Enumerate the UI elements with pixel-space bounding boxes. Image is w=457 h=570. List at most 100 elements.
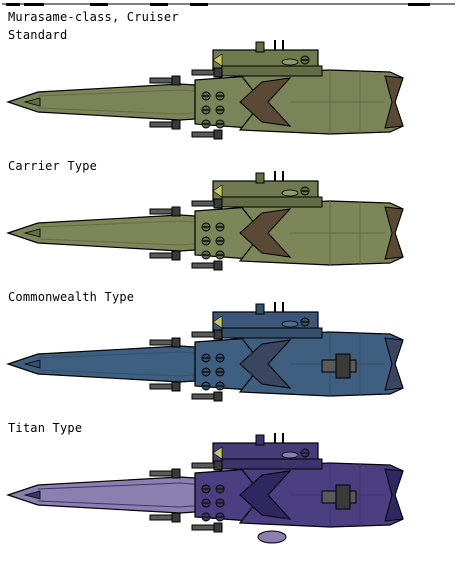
turret-barrel: [217, 95, 223, 97]
turret-barrel: [217, 488, 223, 490]
stern-fin: [384, 468, 404, 522]
turret-barrel: [217, 226, 223, 228]
bridge-window: [212, 315, 223, 329]
turret-barrel: [302, 190, 308, 192]
gun-mount: [213, 129, 223, 140]
bow-tip-detail: [23, 490, 41, 500]
bridge-detail: [281, 189, 299, 197]
bridge-detail: [281, 451, 299, 459]
turret-barrel: [203, 371, 209, 373]
bridge-base: [221, 196, 323, 208]
gun-barrel: [191, 524, 215, 531]
turret-barrel: [217, 254, 223, 256]
turret-barrel: [217, 357, 223, 359]
sensor-mast: [255, 172, 265, 184]
chevron-plate: [239, 339, 292, 389]
gun-barrel: [149, 339, 173, 346]
bow-tip-detail: [23, 228, 41, 238]
turret-barrel: [203, 385, 209, 387]
stern-fin: [384, 206, 404, 260]
gun-barrel: [191, 462, 215, 469]
bridge-window: [212, 184, 223, 198]
gun-mount: [171, 75, 181, 86]
bridge-window: [212, 446, 223, 460]
turret-barrel: [203, 123, 209, 125]
turret-barrel: [217, 123, 223, 125]
turret-barrel: [203, 109, 209, 111]
bridge-detail: [281, 320, 299, 328]
gun-barrel: [149, 77, 173, 84]
ship-carrier-type: [6, 171, 404, 271]
gun-mount: [213, 260, 223, 271]
ventral-pod: [257, 530, 287, 544]
bridge-base: [221, 327, 323, 339]
variant-label-commonwealth-type: Commonwealth Type: [8, 290, 135, 304]
sensor-mast: [255, 303, 265, 315]
gun-mount: [171, 206, 181, 217]
bow-tip-detail: [23, 359, 41, 369]
turret-barrel: [203, 357, 209, 359]
gun-mount: [171, 512, 181, 523]
stern-fin: [384, 337, 404, 391]
turret-barrel: [217, 109, 223, 111]
scale-bar: [2, 3, 455, 6]
variant-label-carrier-type: Carrier Type: [8, 159, 98, 173]
gun-barrel: [149, 208, 173, 215]
gun-barrel: [191, 69, 215, 76]
sensor-mast: [255, 434, 265, 446]
turret-barrel: [203, 240, 209, 242]
bridge-base: [221, 65, 323, 77]
turret-barrel: [302, 59, 308, 61]
turret-barrel: [217, 502, 223, 504]
turret-barrel: [217, 385, 223, 387]
gun-mount: [213, 460, 223, 471]
page-title: Murasame-class, Cruiser: [8, 10, 179, 24]
variant-label-titan-type: Titan Type: [8, 421, 83, 435]
turret-barrel: [302, 321, 308, 323]
turret-barrel: [203, 254, 209, 256]
gun-mount: [213, 522, 223, 533]
sensor-mast: [255, 41, 265, 53]
gun-barrel: [191, 131, 215, 138]
aft-turret: [335, 484, 351, 510]
bridge-detail: [281, 58, 299, 66]
ship-standard: [6, 40, 404, 140]
gun-barrel: [149, 470, 173, 477]
gun-mount: [171, 119, 181, 130]
turret-barrel: [203, 226, 209, 228]
gun-barrel: [191, 262, 215, 269]
gun-mount: [171, 468, 181, 479]
chevron-plate: [239, 208, 292, 258]
chevron-plate: [239, 77, 292, 127]
bridge-base: [221, 458, 323, 470]
turret-barrel: [203, 502, 209, 504]
gun-mount: [213, 329, 223, 340]
gun-barrel: [149, 514, 173, 521]
ship-titan-type: [6, 433, 404, 544]
turret-barrel: [302, 452, 308, 454]
gun-barrel: [191, 393, 215, 400]
gun-mount: [213, 391, 223, 402]
gun-barrel: [149, 252, 173, 259]
turret-barrel: [203, 516, 209, 518]
gun-mount: [213, 198, 223, 209]
gun-mount: [171, 337, 181, 348]
turret-barrel: [217, 240, 223, 242]
turret-barrel: [203, 95, 209, 97]
gun-mount: [171, 250, 181, 261]
turret-barrel: [217, 516, 223, 518]
turret-barrel: [217, 371, 223, 373]
bow-tip-detail: [23, 97, 41, 107]
gun-barrel: [191, 200, 215, 207]
gun-barrel: [149, 383, 173, 390]
gun-barrel: [149, 121, 173, 128]
stern-fin: [384, 75, 404, 129]
chevron-plate: [239, 470, 292, 520]
gun-mount: [171, 381, 181, 392]
turret-barrel: [203, 488, 209, 490]
variant-label-standard: Standard: [8, 28, 68, 42]
gun-mount: [213, 67, 223, 78]
gun-barrel: [191, 331, 215, 338]
aft-turret: [335, 353, 351, 379]
ship-commonwealth-type: [6, 302, 404, 402]
